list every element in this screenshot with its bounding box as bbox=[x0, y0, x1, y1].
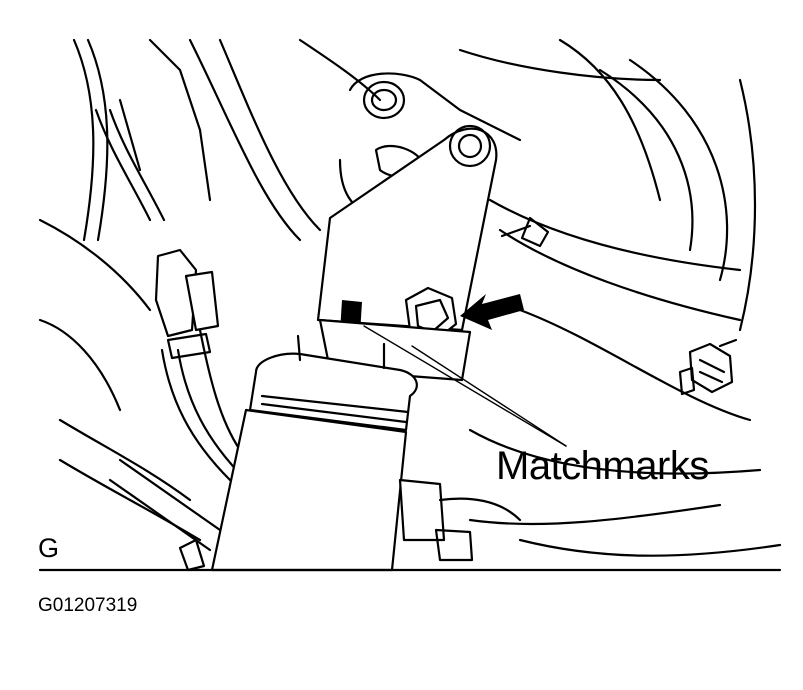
wiring-harness bbox=[94, 98, 248, 482]
matchmarks-callout-label: Matchmarks bbox=[496, 444, 709, 488]
upper-mount-bracket bbox=[338, 72, 550, 248]
pointer-arrow bbox=[460, 294, 524, 330]
right-stud-nut bbox=[678, 338, 738, 396]
background-frame-lines bbox=[38, 38, 782, 557]
callout-leader-lines bbox=[363, 325, 567, 447]
shock-absorber-body bbox=[178, 318, 522, 572]
figure-number-label: G01207319 bbox=[38, 595, 138, 616]
upper-eye-link bbox=[316, 124, 498, 332]
view-letter-label: G bbox=[38, 533, 60, 563]
